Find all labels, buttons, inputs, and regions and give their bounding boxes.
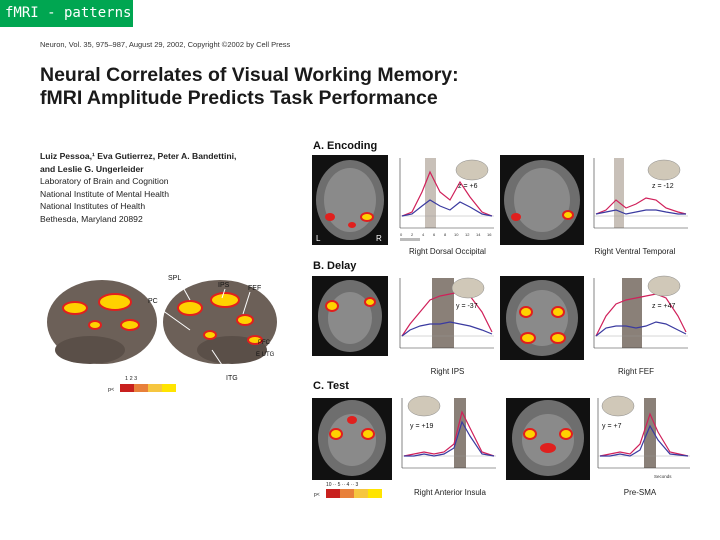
coord-label: z = +47 xyxy=(652,303,675,310)
svg-text:16: 16 xyxy=(487,232,492,237)
activation-blobs xyxy=(62,292,263,345)
encoding-graph-right: z = -12 xyxy=(586,152,692,244)
svg-text:8: 8 xyxy=(444,232,447,237)
test-graph-left: y = +19 xyxy=(394,392,500,484)
series-red xyxy=(403,410,495,457)
series-blue xyxy=(404,420,495,457)
slide-label: fMRI - patterns xyxy=(0,0,133,27)
caption-pre-sma: Pre-SMA xyxy=(623,488,657,497)
caption-right-anterior-insula: Right Anterior Insula xyxy=(413,488,487,497)
delay-graph-right: z = +47 xyxy=(586,272,692,364)
marker-left: L xyxy=(316,234,321,243)
svg-text:2: 2 xyxy=(411,232,414,237)
test-colorbar-scale: 10 ·· 5 ·· 4 ·· 3 xyxy=(326,482,358,488)
x-ticks: 0 2 4 6 8 10 12 14 16 xyxy=(400,232,492,237)
test-graph-right: y = +7 Seconds xyxy=(592,392,692,484)
encoding-slice-right xyxy=(500,155,584,245)
test-slice-left xyxy=(312,398,392,480)
section-delay-title: B. Delay xyxy=(313,260,357,272)
label-ips: IPS xyxy=(218,282,230,289)
label-itg: ITG xyxy=(226,375,238,382)
encoding-graph-left: z = +6 0 2 4 6 8 10 12 14 16 xyxy=(390,152,498,244)
series-blue xyxy=(401,321,493,337)
label-utg: E UTG xyxy=(256,352,275,358)
svg-text:12: 12 xyxy=(465,232,470,237)
author-names: Luiz Pessoa,¹ Eva Gutierrez, Peter A. Ba… xyxy=(40,151,237,161)
test-colorbar: 10 ·· 5 ·· 4 ·· 3 p< xyxy=(314,482,382,498)
encoding-slice-left: L R xyxy=(312,155,388,245)
paper-title-line-2: fMRI Amplitude Predicts Task Performance xyxy=(40,87,438,109)
delay-graph-left: y = -37 xyxy=(390,272,498,364)
coord-label: y = -37 xyxy=(456,303,478,310)
series-red xyxy=(595,293,687,337)
coord-label: y = +19 xyxy=(410,423,433,430)
caption-right-dorsal-occipital: Right Dorsal Occipital xyxy=(409,247,486,256)
x-axis-unit: Seconds xyxy=(654,474,672,479)
test-slice-right xyxy=(506,398,590,480)
author-names-continued: and Leslie G. Ungerleider xyxy=(40,163,144,174)
label-spl: SPL xyxy=(168,275,181,282)
paper-title: Neural Correlates of Visual Working Memo… xyxy=(40,64,490,110)
series-red xyxy=(599,412,689,457)
coord-label: y = +7 xyxy=(602,423,622,430)
affiliation-address: Bethesda, Maryland 20892 xyxy=(40,213,143,224)
svg-text:10: 10 xyxy=(454,232,459,237)
series-blue xyxy=(595,321,687,337)
affiliation-lab: Laboratory of Brain and Cognition xyxy=(40,176,169,186)
label-fef: FEF xyxy=(248,285,261,292)
test-colorbar-p-label: p< xyxy=(314,492,320,498)
colorbar-p-label: p< xyxy=(108,387,114,393)
brain-surface-renders: SPL IPS FEF PC PFC E UTG ITG 1 2 3 p< xyxy=(40,270,285,400)
paper-title-line-1: Neural Correlates of Visual Working Memo… xyxy=(40,64,459,86)
colorbar xyxy=(120,384,176,392)
affiliation-nih: National Institutes of Health xyxy=(40,201,146,211)
delay-slice-left xyxy=(312,276,388,356)
delay-slice-right xyxy=(500,276,584,360)
affiliation-institute: National Institute of Mental Health xyxy=(40,188,169,199)
svg-text:14: 14 xyxy=(476,232,481,237)
marker-right: R xyxy=(376,234,382,243)
series-red xyxy=(595,197,687,215)
svg-text:6: 6 xyxy=(433,232,436,237)
label-pfc: PFC xyxy=(258,340,271,346)
coord-label: z = +6 xyxy=(458,183,478,190)
series-blue xyxy=(595,209,686,215)
svg-text:0: 0 xyxy=(400,232,403,237)
series-blue xyxy=(401,199,493,217)
series-red xyxy=(401,170,493,217)
caption-right-fef: Right FEF xyxy=(617,367,654,376)
svg-text:4: 4 xyxy=(422,232,425,237)
coord-label: z = -12 xyxy=(652,183,674,190)
colorbar-scale: 1 2 3 xyxy=(125,376,137,382)
author-block: Luiz Pessoa,¹ Eva Gutierrez, Peter A. Ba… xyxy=(40,150,310,225)
journal-citation: Neuron, Vol. 35, 975–987, August 29, 200… xyxy=(40,40,291,49)
series-blue xyxy=(600,424,689,457)
section-encoding-title: A. Encoding xyxy=(313,140,378,152)
series-red xyxy=(401,291,493,337)
caption-right-ventral-temporal: Right Ventral Temporal xyxy=(594,247,676,256)
caption-right-ips: Right IPS xyxy=(430,367,465,376)
label-pc: PC xyxy=(148,298,158,305)
section-test-title: C. Test xyxy=(313,380,349,392)
